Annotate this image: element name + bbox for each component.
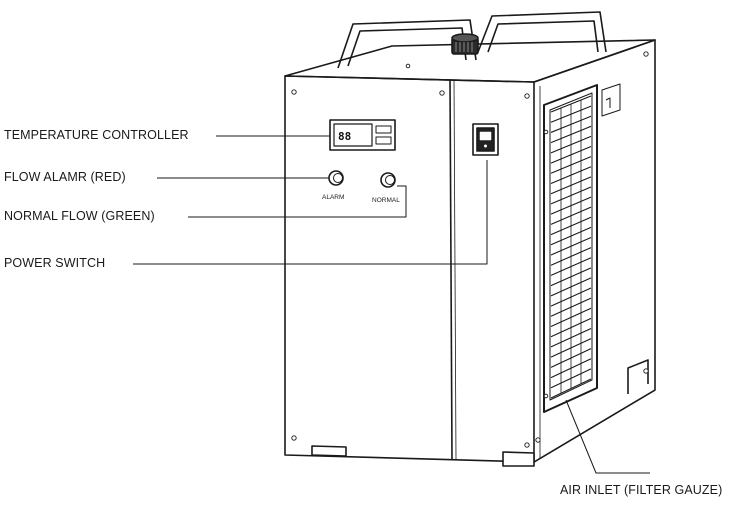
- screws: [291, 51, 649, 448]
- label-temperature-controller: TEMPERATURE CONTROLLER: [4, 128, 189, 142]
- air-inlet-grille: [543, 84, 598, 413]
- label-air-inlet: AIR INLET (FILTER GAUZE): [560, 483, 723, 497]
- temperature-controller: [329, 119, 396, 151]
- grille-slats: [550, 95, 592, 399]
- label-power-switch: POWER SWITCH: [4, 256, 106, 270]
- leader-lines: [133, 135, 650, 474]
- label-flow-alarm: FLOW ALAMR (RED): [4, 170, 126, 184]
- label-normal-flow: NORMAL FLOW (GREEN): [4, 209, 155, 223]
- door-split: [449, 79, 453, 460]
- side-face: [533, 39, 656, 463]
- normal-indicator: [380, 172, 396, 188]
- feet: [311, 359, 649, 467]
- front-face: [284, 75, 535, 463]
- lcd-readout: 88: [338, 130, 351, 143]
- power-switch: [472, 123, 499, 156]
- alarm-panel-label: ALARM: [322, 194, 344, 201]
- fill-cap: [451, 33, 479, 55]
- alarm-indicator: [328, 170, 344, 186]
- normal-panel-label: NORMAL: [372, 197, 400, 204]
- rear-handle: [477, 11, 607, 53]
